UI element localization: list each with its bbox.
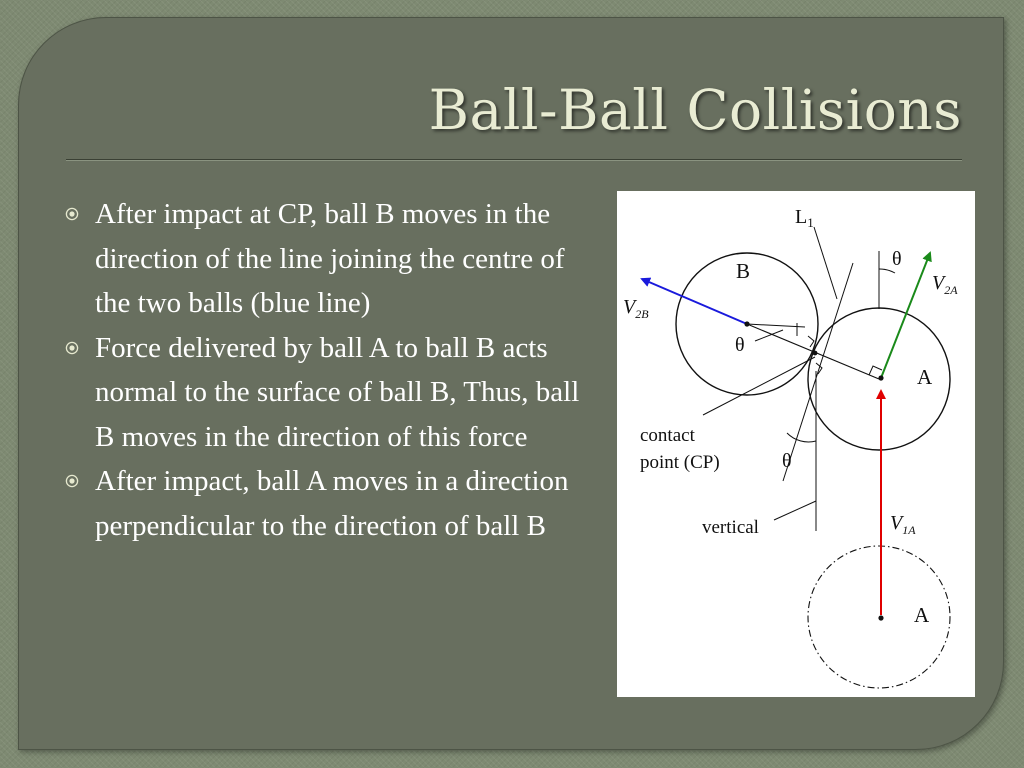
centre-line [746,323,880,380]
vertical-leader-line [773,500,817,521]
bullet-item: Force delivered by ball A to ball B acts… [60,326,600,460]
collision-diagram: B A A L1 θ θ θ V2A V2B V1A contact point… [617,191,975,697]
collision-diagram-svg: B A A L1 θ θ θ V2A V2B V1A contact point… [623,206,958,689]
slide-title: Ball-Ball Collisions [428,78,962,142]
label-l1: L1 [795,206,814,230]
label-contact-line1: contact [640,425,696,446]
l1-marker-line [813,226,838,300]
ball-a-centre [878,375,884,381]
bullet-text: After impact at CP, ball B moves in the … [95,198,565,319]
theta-reference-b [746,323,806,328]
label-theta-bottom: θ [782,450,792,472]
label-v2a: V2A [932,272,958,297]
label-ball-a: A [917,365,933,389]
ball-b-circle [675,252,819,396]
circle-dot-bullet-icon [65,474,79,488]
ball-a-initial-circle [807,545,951,689]
ball-a-initial-centre [878,615,884,621]
label-ball-a-initial: A [914,603,930,627]
v2b-arrow [640,277,748,325]
circle-dot-bullet-icon [65,207,79,221]
bullet-list: After impact at CP, ball B moves in the … [60,192,600,548]
right-angle-marker-a [868,365,883,376]
v2a-arrow [880,251,932,379]
bullet-text: After impact, ball A moves in a directio… [95,465,569,542]
theta-leader-line [754,329,784,342]
tangent-line-l1 [782,262,854,482]
label-ball-b: B [736,259,750,283]
bullet-text: Force delivered by ball A to ball B acts… [95,331,580,453]
right-angle-marker-cp [807,335,815,348]
label-v1a: V1A [890,512,916,537]
contact-point-dot [812,350,818,356]
label-v2b: V2B [623,296,649,321]
title-divider [66,159,962,161]
label-contact-line2: point (CP) [640,452,720,473]
theta-arc-bottom [786,432,817,443]
bullet-item: After impact, ball A moves in a directio… [60,459,600,548]
label-theta-top: θ [892,248,902,270]
label-theta-b: θ [735,334,745,356]
label-vertical: vertical [702,517,759,538]
circle-dot-bullet-icon [65,341,79,354]
bullet-item: After impact at CP, ball B moves in the … [60,192,600,326]
contact-leader-line [702,356,816,416]
ball-b-centre [744,321,750,327]
right-angle-marker-cp2 [815,362,823,375]
theta-arc-top [878,268,896,274]
